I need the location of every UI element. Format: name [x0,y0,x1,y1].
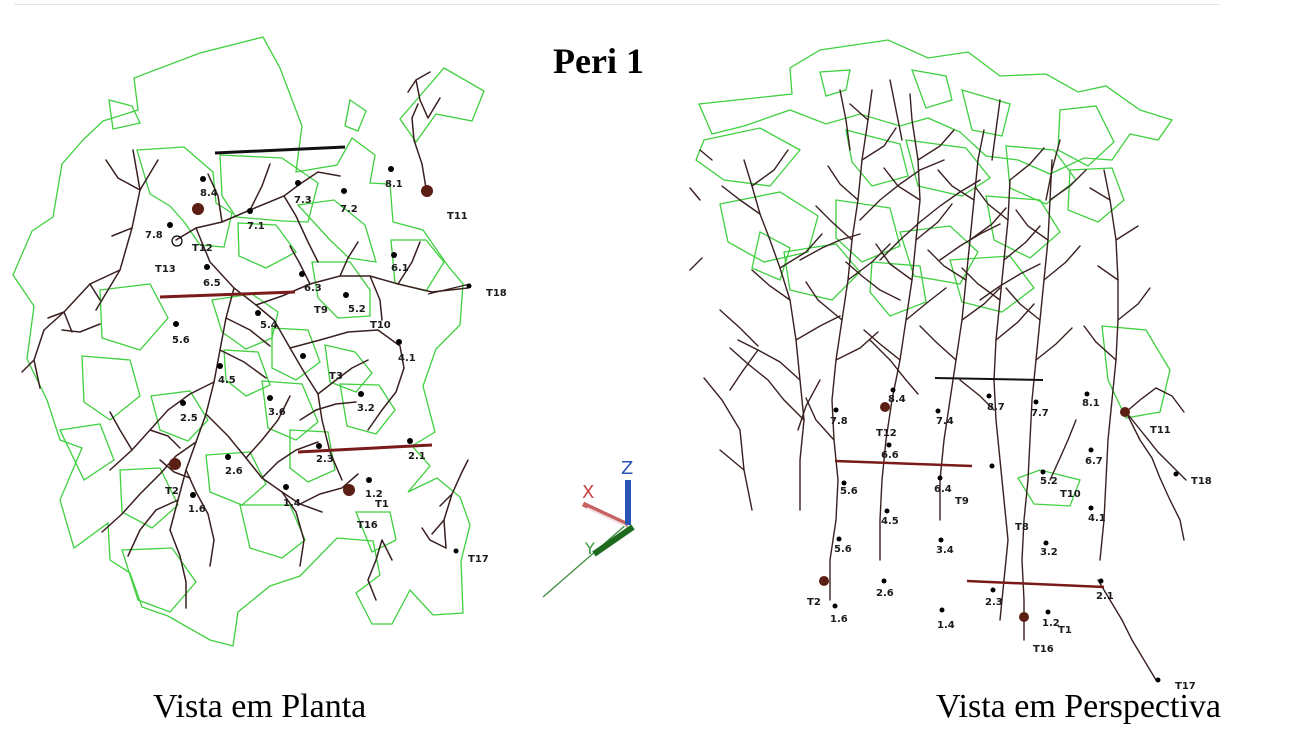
plan-point-label: T16 [357,520,378,531]
plan-point-label: T11 [447,211,468,222]
persp-point-label: T8 [1015,522,1029,533]
caption-plan-view: Vista em Planta [153,688,367,725]
plan-point-label: T3 [329,371,343,382]
persp-lines [834,377,1105,589]
persp-point-label: T12 [876,428,897,439]
plan-point-label: T18 [486,288,507,299]
plan-lines [159,145,471,454]
persp-point-label: 5.6 [834,544,852,555]
persp-point-label: 1.2 [1042,618,1060,629]
plan-point-label: 7.1 [247,221,265,232]
persp-point-label: 2.3 [985,597,1003,608]
plan-point-label: 6.1 [391,263,409,274]
persp-point-label: 5.2 [1040,476,1058,487]
plan-point-label: T10 [370,320,391,331]
persp-point-label: 6.6 [881,450,899,461]
plan-point-label: 7.2 [340,204,358,215]
axis-y-label: Y [584,539,595,558]
persp-point-label: 1.6 [830,614,848,625]
persp-point-label: 4.1 [1088,513,1106,524]
plan-roots [21,71,469,609]
persp-point-label: 4.5 [881,516,899,527]
persp-point-label: 8.4 [888,394,906,405]
plan-point-label: T13 [155,264,176,275]
persp-point-label: T9 [955,496,969,507]
plan-point-label: 1.4 [283,498,301,509]
persp-point-label: T18 [1191,476,1212,487]
persp-point-label: 2.6 [876,588,894,599]
plan-point-label: 4.1 [398,353,416,364]
plan-point-label: 1.6 [188,504,206,515]
axis-triad: X Y Z [542,458,635,598]
axis-z-label: Z [621,458,633,479]
persp-point-label: 7.8 [830,416,848,427]
persp-markers [819,387,1179,683]
plan-markers [167,166,472,554]
plan-point-label: 3.2 [357,403,375,414]
plan-point-label: 2.1 [408,451,426,462]
persp-point-label: 7.4 [936,416,954,427]
plan-point-label: 2.6 [225,466,243,477]
persp-point-label: 3.4 [936,545,954,556]
persp-point-label: 6.7 [1085,456,1103,467]
persp-point-label: 3.2 [1040,547,1058,558]
plan-point-label: 8.1 [385,179,403,190]
plan-point-label: 7.3 [294,195,312,206]
persp-point-label: 7.7 [1031,408,1049,419]
persp-point-label: T2 [807,597,821,608]
persp-point-label: 2.1 [1096,591,1114,602]
plan-point-label: 3.6 [268,407,286,418]
plan-point-label: 2.5 [180,413,198,424]
axis-x-label: X [582,482,594,503]
plan-point-label: T12 [192,243,213,254]
persp-point-label: T17 [1175,681,1196,692]
plan-point-label: 1.2 [365,489,383,500]
plan-point-label: 2.3 [316,454,334,465]
plan-point-label: 8.4 [200,188,218,199]
plan-point-label: 5.6 [172,335,190,346]
plan-point-label: 5.2 [348,304,366,315]
plan-point-label: 6.5 [203,278,221,289]
persp-point-label: 5.6 [840,486,858,497]
plan-point-label: 6.3 [304,283,322,294]
plan-outlines [12,36,485,647]
plan-point-label: T1 [375,499,389,510]
plan-point-label: 4.5 [218,375,236,386]
persp-point-label: 1.4 [937,620,955,631]
persp-point-label: T10 [1060,489,1081,500]
plan-point-label: 5.4 [260,320,278,331]
persp-outlines [695,39,1174,507]
persp-point-label: T11 [1150,425,1171,436]
persp-roots [689,79,1187,681]
plan-point-label: T2 [165,486,179,497]
persp-point-label: T1 [1058,625,1072,636]
top-divider [14,4,1220,5]
caption-perspective-view: Vista em Perspectiva [936,688,1221,725]
plan-point-label: T9 [314,305,328,316]
persp-point-label: 6.4 [934,484,952,495]
persp-point-label: T16 [1033,644,1054,655]
figure-title-text: Peri 1 [553,41,644,81]
persp-point-label: 8.7 [987,402,1005,413]
plan-point-label: T17 [468,554,489,565]
plan-point-label: 7.8 [145,230,163,241]
persp-point-label: 8.1 [1082,398,1100,409]
